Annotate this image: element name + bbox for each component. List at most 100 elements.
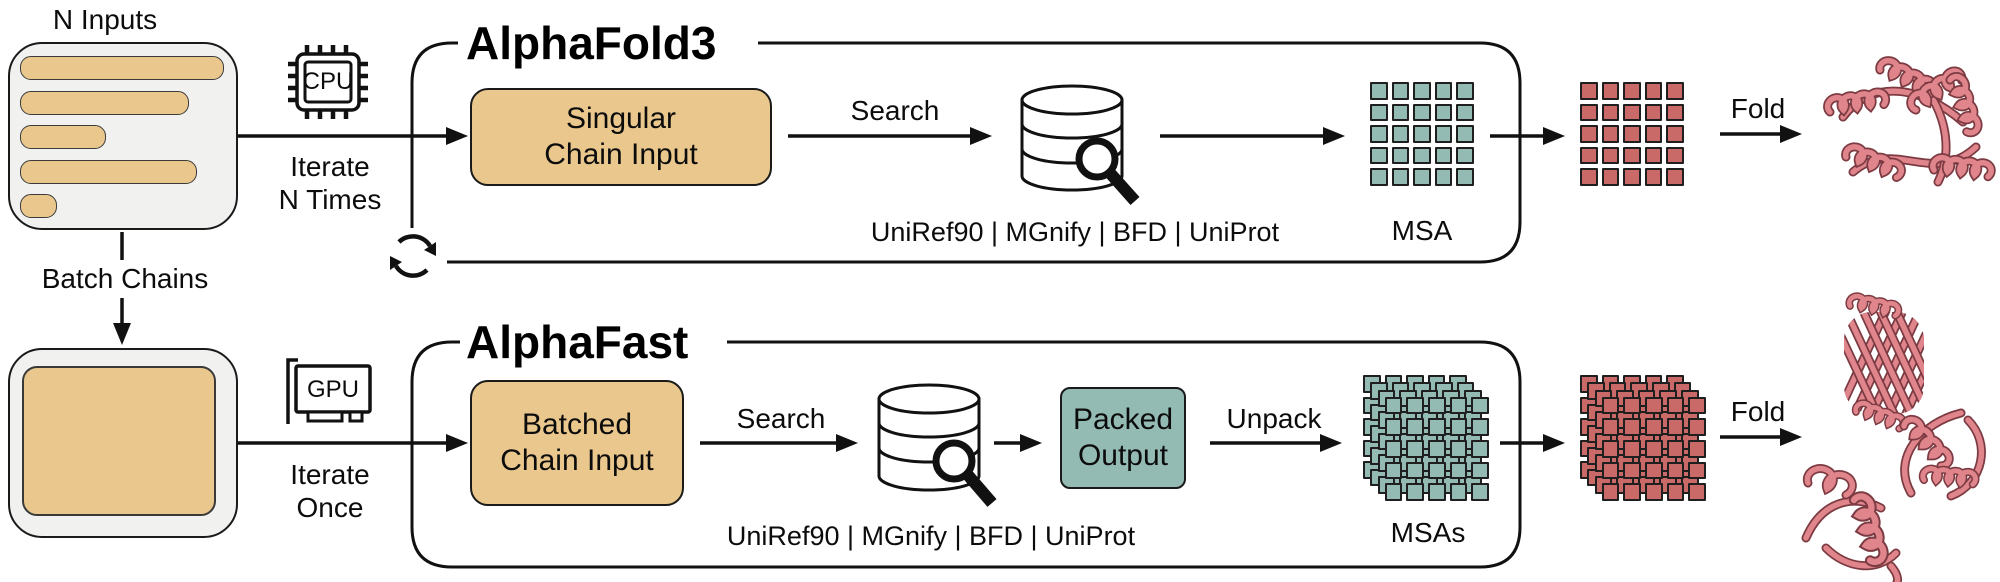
magnifier-icon-top: [1075, 137, 1140, 205]
grid-cell: [1391, 125, 1410, 143]
protein-structure-fold-right-icon: [1895, 408, 1986, 501]
grid-layer: [1601, 396, 1706, 501]
grid-cell: [1391, 146, 1410, 165]
chain-bars: [10, 44, 236, 228]
grid-cell: [1601, 461, 1620, 480]
grid-cell: [1428, 461, 1446, 480]
grid-cell: [1601, 82, 1620, 100]
iterate-n-times-label: Iterate N Times: [278, 151, 382, 215]
grid-cell: [1456, 82, 1474, 100]
search-label-bottom: Search: [736, 403, 826, 434]
grid-cell: [1666, 440, 1685, 458]
grid-cell: [1413, 103, 1431, 122]
grid-cell: [1688, 418, 1706, 437]
grid-cell: [1623, 461, 1642, 480]
grid-cell: [1471, 396, 1489, 415]
alphafast-title: AlphaFast: [466, 316, 689, 368]
loop-refresh-icon: [390, 234, 436, 278]
grid-cell: [1645, 440, 1663, 458]
grid-cell: [1406, 396, 1425, 415]
arrow-inputs-to-cpu-flow: [238, 127, 468, 145]
singular-chain-input-node: Singular Chain Input: [470, 88, 772, 186]
grid-cell: [1413, 82, 1431, 100]
chain-bar: [20, 125, 106, 149]
grid-cell: [1666, 461, 1685, 480]
grid-cell: [1370, 125, 1388, 143]
grid-cell: [1471, 440, 1489, 458]
grid-cell: [1428, 483, 1446, 501]
grid-cell: [1666, 483, 1685, 501]
grid-cell: [1449, 483, 1468, 501]
grid-cell: [1413, 125, 1431, 143]
msas-label: MSAs: [1390, 517, 1466, 548]
arrow-msas-to-pair-bottom: [1500, 434, 1565, 452]
protein-structure-fold-left-icon: [1801, 464, 1899, 582]
arrow-inputs-to-gpu-flow: [238, 434, 468, 452]
database-icon-bottom: [877, 383, 997, 507]
gpu-icon: [286, 358, 372, 424]
grid-cell: [1644, 146, 1663, 165]
grid-cell: [1434, 146, 1453, 165]
grid-cell: [1434, 103, 1453, 122]
grid-cell: [1456, 168, 1474, 186]
grid-cell: [1370, 146, 1388, 165]
grid-cell: [1688, 396, 1706, 415]
chain-bar: [20, 194, 57, 218]
batch-chains-label: Batch Chains: [41, 263, 209, 294]
arrow-db-to-packed: [994, 434, 1042, 452]
grid-cell: [1391, 168, 1410, 186]
grid-cell: [1601, 168, 1620, 186]
gpu-label: GPU: [306, 376, 359, 403]
arrow-batch-chains: [113, 232, 131, 345]
grid-cell: [1623, 146, 1641, 165]
databases-label-bottom: UniRef90 | MGnify | BFD | UniProt: [726, 521, 1136, 551]
grid-cell: [1645, 418, 1663, 437]
grid-cell: [1601, 483, 1620, 501]
cpu-label: CPU: [302, 68, 354, 95]
grid-cell: [1580, 103, 1598, 122]
grid-cell: [1666, 146, 1684, 165]
grid-cell: [1601, 418, 1620, 437]
grid-cell: [1623, 82, 1641, 100]
grid-cell: [1370, 168, 1388, 186]
grid-cell: [1428, 396, 1446, 415]
grid-layer: [1580, 82, 1684, 186]
grid-cell: [1406, 418, 1425, 437]
grid-cell: [1456, 103, 1474, 122]
grid-cell: [1449, 440, 1468, 458]
arrow-fold-top: [1720, 125, 1802, 143]
grid-cell: [1580, 168, 1598, 186]
grid-cell: [1601, 396, 1620, 415]
grid-cell: [1471, 483, 1489, 501]
n-inputs-box: [8, 42, 238, 230]
arrow-msa-to-pair-top: [1490, 127, 1565, 145]
protein-structure-globular-icon: [1825, 59, 1992, 186]
grid-cell: [1406, 461, 1425, 480]
grid-cell: [1666, 168, 1684, 186]
grid-cell: [1406, 440, 1425, 458]
database-icon-top: [1020, 84, 1140, 205]
grid-cell: [1434, 82, 1453, 100]
grid-cell: [1434, 168, 1453, 186]
grid-cell: [1370, 82, 1388, 100]
grid-cell: [1391, 103, 1410, 122]
chain-bar: [20, 159, 197, 184]
grid-cell: [1406, 483, 1425, 501]
grid-cell: [1449, 396, 1468, 415]
grid-cell: [1456, 146, 1474, 165]
grid-cell: [1623, 483, 1642, 501]
packed-output-node: Packed Output: [1060, 387, 1186, 489]
grid-cell: [1449, 418, 1468, 437]
arrow-unpack: [1210, 434, 1342, 452]
grid-cell: [1644, 82, 1663, 100]
grid-cell: [1471, 418, 1489, 437]
grid-cell: [1601, 103, 1620, 122]
grid-cell: [1428, 418, 1446, 437]
grid-cell: [1434, 125, 1453, 143]
alphafold3-frame: [410, 41, 1522, 264]
arrow-search-bottom: [700, 434, 858, 452]
grid-cell: [1623, 418, 1642, 437]
grid-layer: [1384, 396, 1489, 501]
